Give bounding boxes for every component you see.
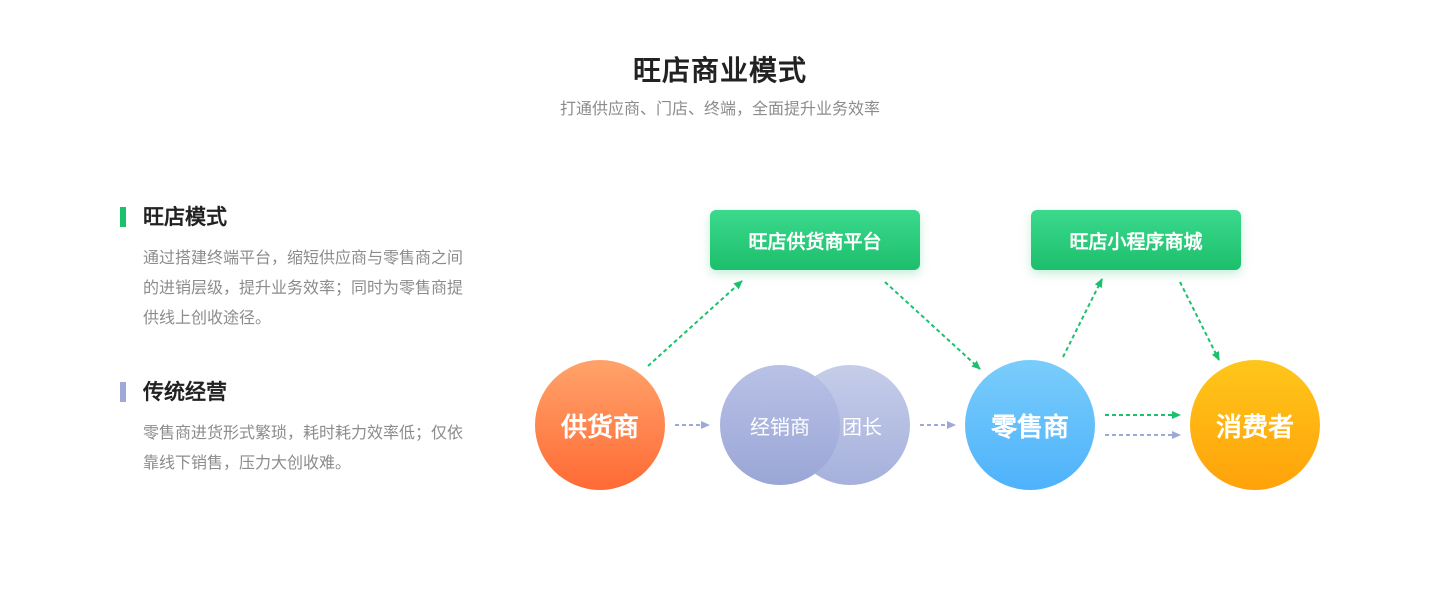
section-description: 零售商进货形式繁琐，耗时耗力效率低；仅依靠线下销售，压力大创收难。: [143, 423, 464, 472]
arrow-platform-to-retailer: [884, 281, 981, 370]
supplier-node: 供货商: [535, 360, 665, 490]
section-title: 旺店模式: [143, 205, 227, 229]
page-header: 旺店商业模式 打通供应商、门店、终端，全面提升业务效率: [0, 52, 1440, 120]
arrow-retailer-to-mall: [1062, 278, 1103, 358]
section-accent-bar: [120, 207, 126, 227]
section-accent-bar: [120, 382, 126, 402]
supplier-platform-box: 旺店供货商平台: [710, 210, 920, 270]
section-description: 通过搭建终端平台，缩短供应商与零售商之间的进销层级，提升业务效率；同时为零售商提…: [143, 248, 464, 327]
mini-program-mall-box: 旺店小程序商城: [1031, 210, 1241, 270]
section-traditional-mode: 传统经营 零售商进货形式繁琐，耗时耗力效率低；仅依靠线下销售，压力大创收难。: [120, 378, 480, 478]
page-subtitle: 打通供应商、门店、终端，全面提升业务效率: [559, 99, 880, 118]
retailer-node: 零售商: [965, 360, 1095, 490]
section-heading: 旺店模式: [120, 203, 480, 231]
section-wangdian-mode: 旺店模式 通过搭建终端平台，缩短供应商与零售商之间的进销层级，提升业务效率；同时…: [120, 203, 480, 333]
section-title: 传统经营: [143, 380, 227, 404]
arrow-mall-to-consumer: [1179, 281, 1220, 361]
consumer-node: 消费者: [1190, 360, 1320, 490]
arrow-supplier-to-platform: [647, 280, 743, 367]
distributor-node: 经销商: [720, 365, 840, 485]
section-heading: 传统经营: [120, 378, 480, 406]
page-title: 旺店商业模式: [632, 54, 807, 87]
